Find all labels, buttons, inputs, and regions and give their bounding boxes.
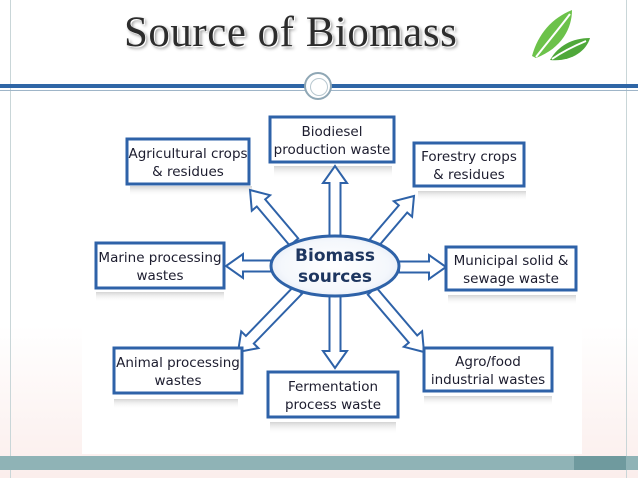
hub-ellipse [269,234,401,298]
page-title: Source of Biomass [124,9,458,56]
node-biodiesel-line-1: Biodiesel [302,124,363,140]
arrow-marine [224,252,272,280]
node-forestry: Forestry crops & residues [412,141,526,188]
node-agrofood: Agro/food industrial wastes [422,346,554,393]
slide-border-right [626,0,627,478]
arrow-municipal [398,253,448,281]
node-fermentation: Fermentation process waste [266,370,400,419]
node-agricultural-line-1: Agricultural crops [128,146,247,162]
leaf-icon [532,10,590,61]
node-marine-line-2: wastes [137,268,184,284]
arrow-forestry [368,194,416,249]
arrow-fermentation [321,295,349,370]
arrow-biodiesel [321,164,349,237]
node-agrofood-line-1: Agro/food [455,354,521,370]
node-marine: Marine processing wastes [94,241,226,290]
node-municipal-line-1: Municipal solid & [454,253,569,269]
node-fermentation-line-2: process waste [285,397,381,413]
node-municipal: Municipal solid & sewage waste [444,245,578,292]
hub-label-line-1: Biomass [295,246,375,266]
arrow-animal [236,284,304,354]
node-biodiesel-line-2: production waste [274,142,391,158]
node-animal-line-2: wastes [155,373,202,389]
footer-stub [574,456,626,470]
arrow-agrofood [366,285,426,354]
hub-label-line-2: sources [298,267,372,287]
arrow-agricultural [248,188,300,248]
node-agrofood-line-2: industrial wastes [431,372,545,388]
circle-ornament [304,72,332,100]
slide-border-left [10,0,11,478]
node-agricultural-line-2: & residues [152,164,224,180]
arrows [224,164,448,370]
node-animal: Animal processing wastes [112,346,244,395]
node-fermentation-line-1: Fermentation [288,379,378,395]
node-forestry-line-2: & residues [433,167,505,183]
node-biodiesel: Biodiesel production waste [268,115,396,164]
node-animal-line-1: Animal processing [116,355,240,371]
node-marine-line-1: Marine processing [98,250,221,266]
footer-bar [0,456,638,470]
shadows [96,166,576,434]
node-municipal-line-2: sewage waste [463,271,559,287]
node-forestry-line-1: Forestry crops [421,149,517,165]
node-agricultural: Agricultural crops & residues [125,137,251,186]
